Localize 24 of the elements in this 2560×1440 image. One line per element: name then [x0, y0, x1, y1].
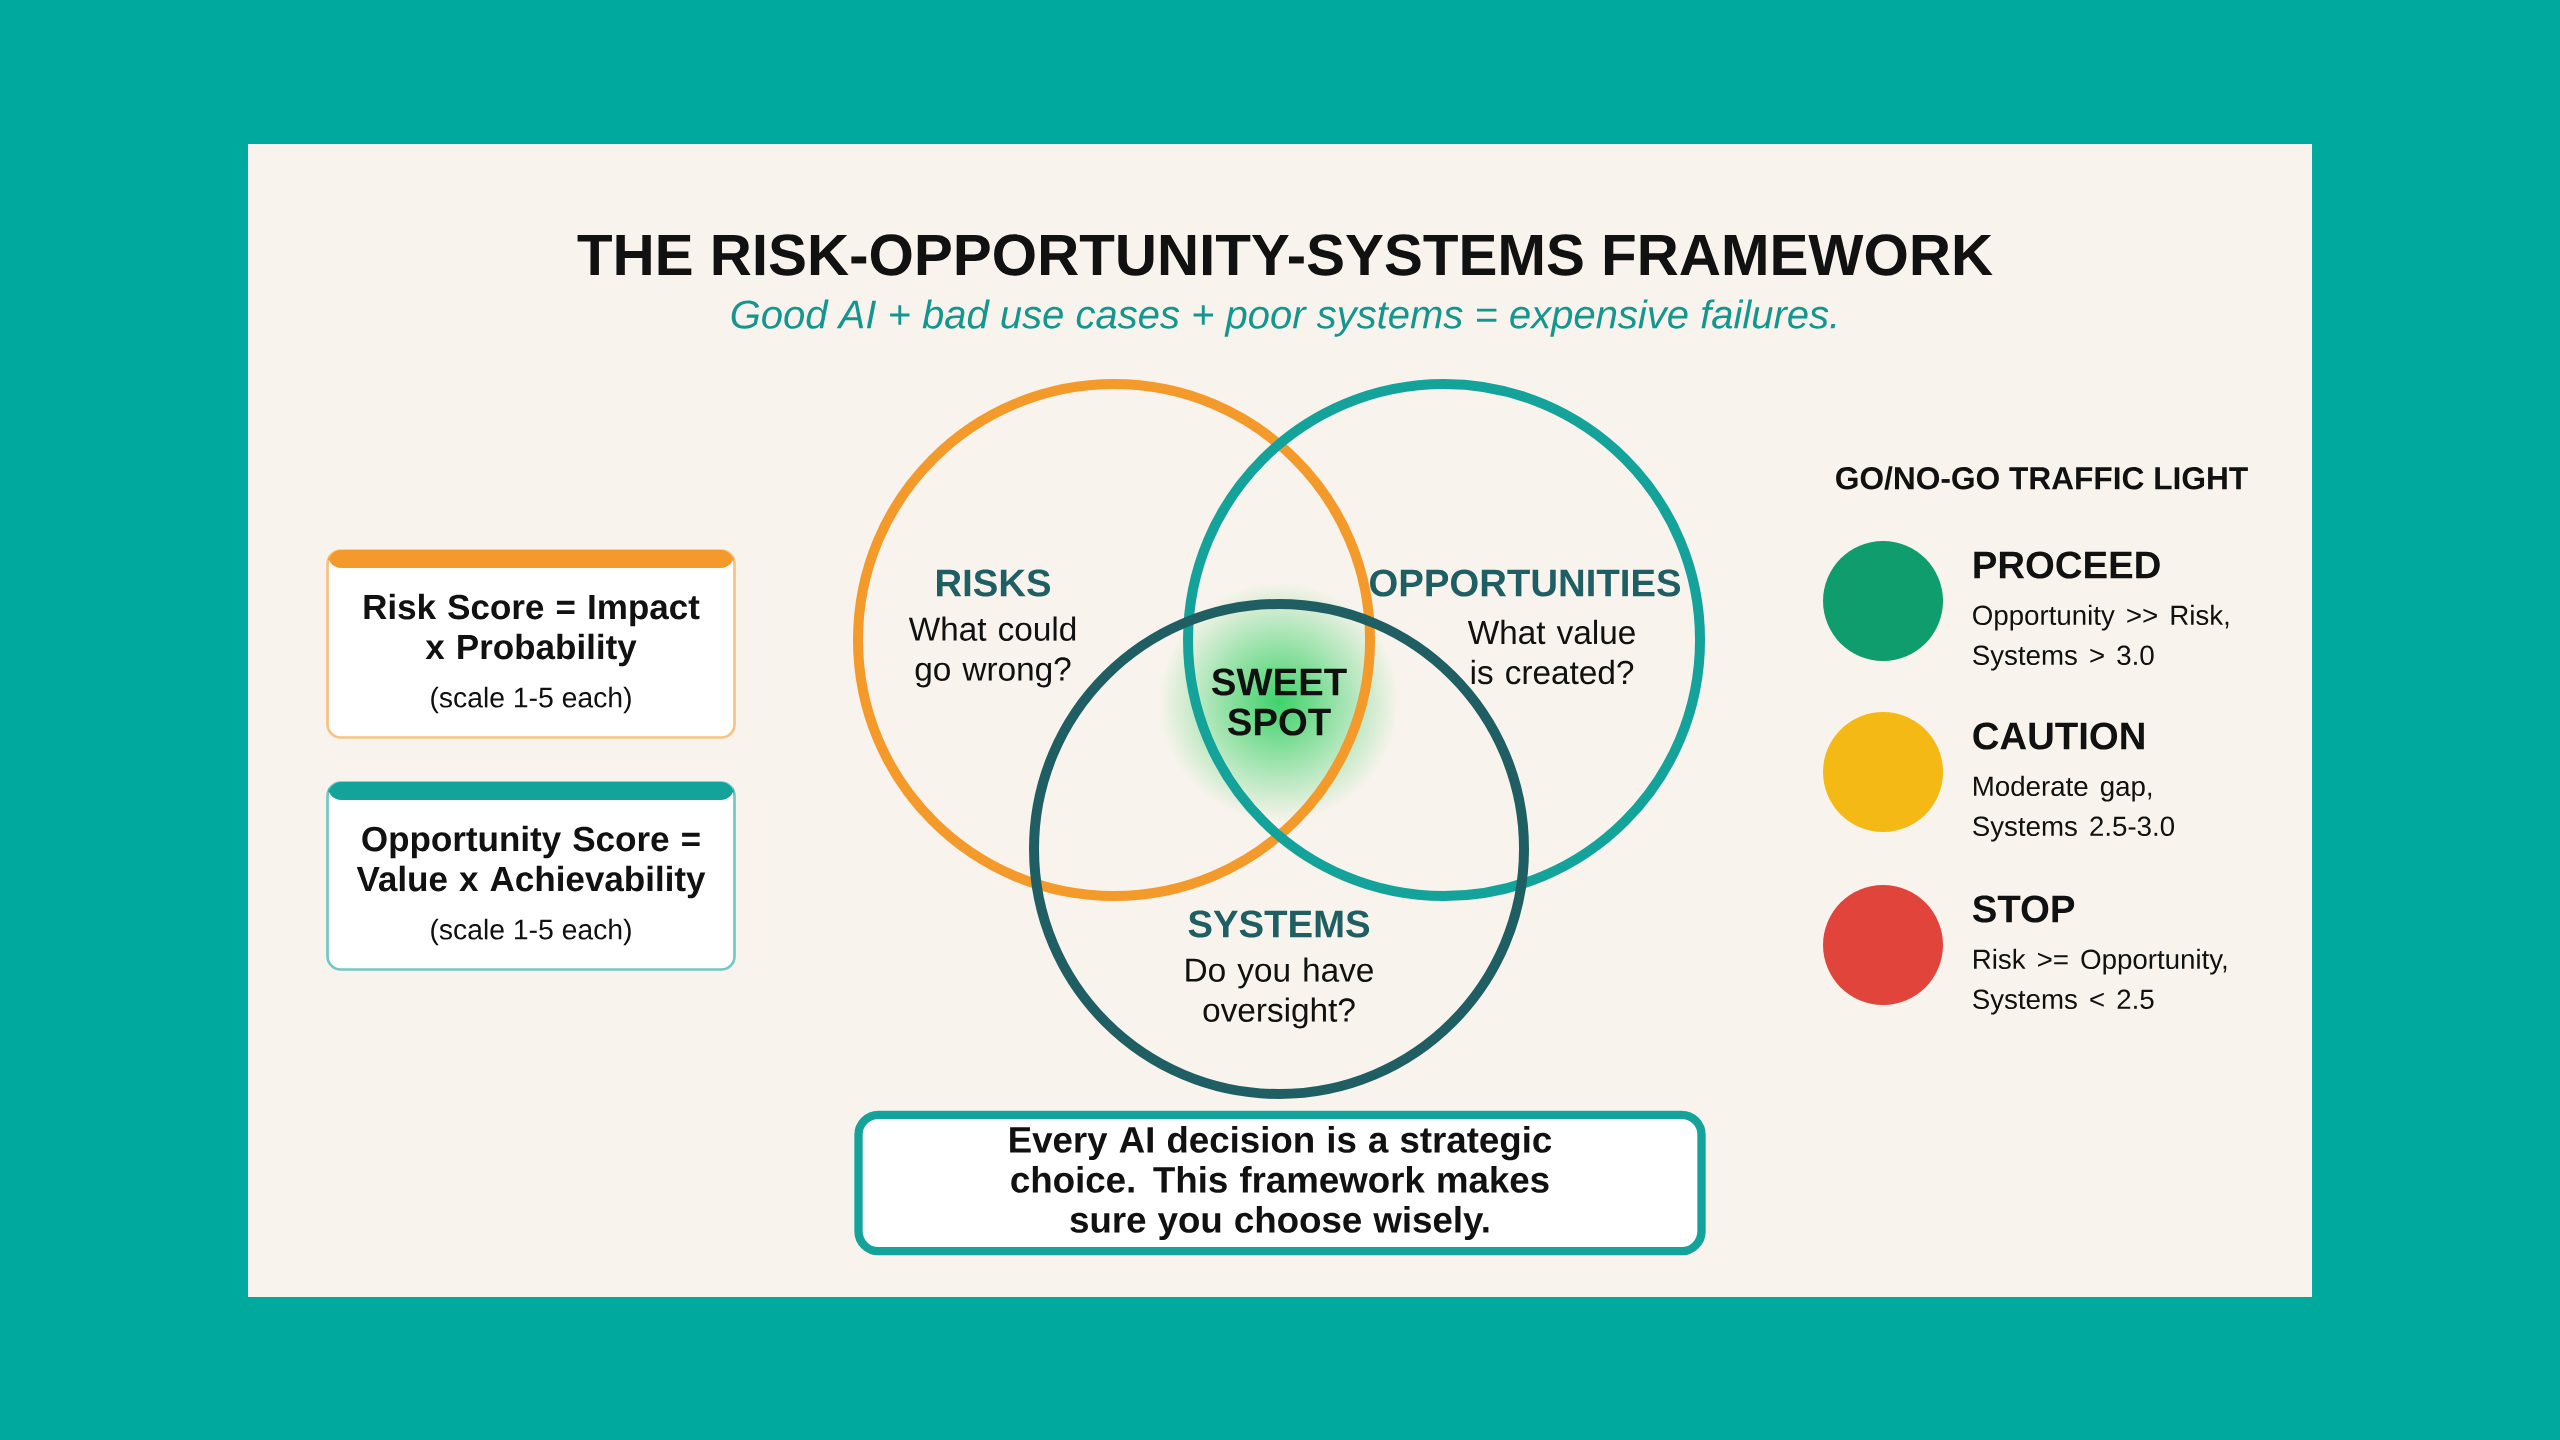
message-box: Every AI decision is a strategic choice. This framework makes sure you choose wisely. [854, 1110, 1706, 1256]
score-card [326, 549, 736, 739]
sweet-spot: SWEET SPOT [1211, 668, 1347, 736]
circle-text: What could go wrong? [908, 616, 1076, 688]
score-card [326, 781, 736, 971]
score-formula: Opportunity Score = Value x Achievability [356, 825, 706, 899]
circle-title: OPPORTUNITIES [1370, 569, 1681, 597]
title: THE RISK-OPPORTUNITY-SYSTEMS FRAMEWORK [577, 234, 1993, 276]
circle-title: SYSTEMS [1188, 910, 1370, 938]
section-heading: GO/NO-GO TRAFFIC LIGHT [1836, 466, 2248, 490]
circle-text: What value is created? [1467, 619, 1635, 685]
status-title: STOP [1972, 895, 2075, 923]
venn-circle [1183, 379, 1705, 901]
subtitle: Good AI + bad use cases + poor systems = expensive failures. [731, 299, 1836, 337]
scale-note: (scale 1-5 each) [431, 686, 631, 714]
status-title: CAUTION [1973, 722, 2144, 750]
status-text: Moderate gap, Systems 2.5-3.0 [1973, 775, 2175, 842]
scale-note: (scale 1-5 each) [431, 918, 631, 946]
circle-text: Do you have oversight? [1186, 957, 1373, 1029]
status-text: Opportunity >> Risk, Systems > 3.0 [1973, 604, 2229, 671]
status-title: PROCEED [1974, 551, 2160, 579]
status-text: Risk >= Opportunity, Systems < 2.5 [1973, 948, 2227, 1015]
score-formula: Risk Score = Impact x Probability [364, 593, 700, 667]
circle-title: RISKS [937, 569, 1051, 597]
